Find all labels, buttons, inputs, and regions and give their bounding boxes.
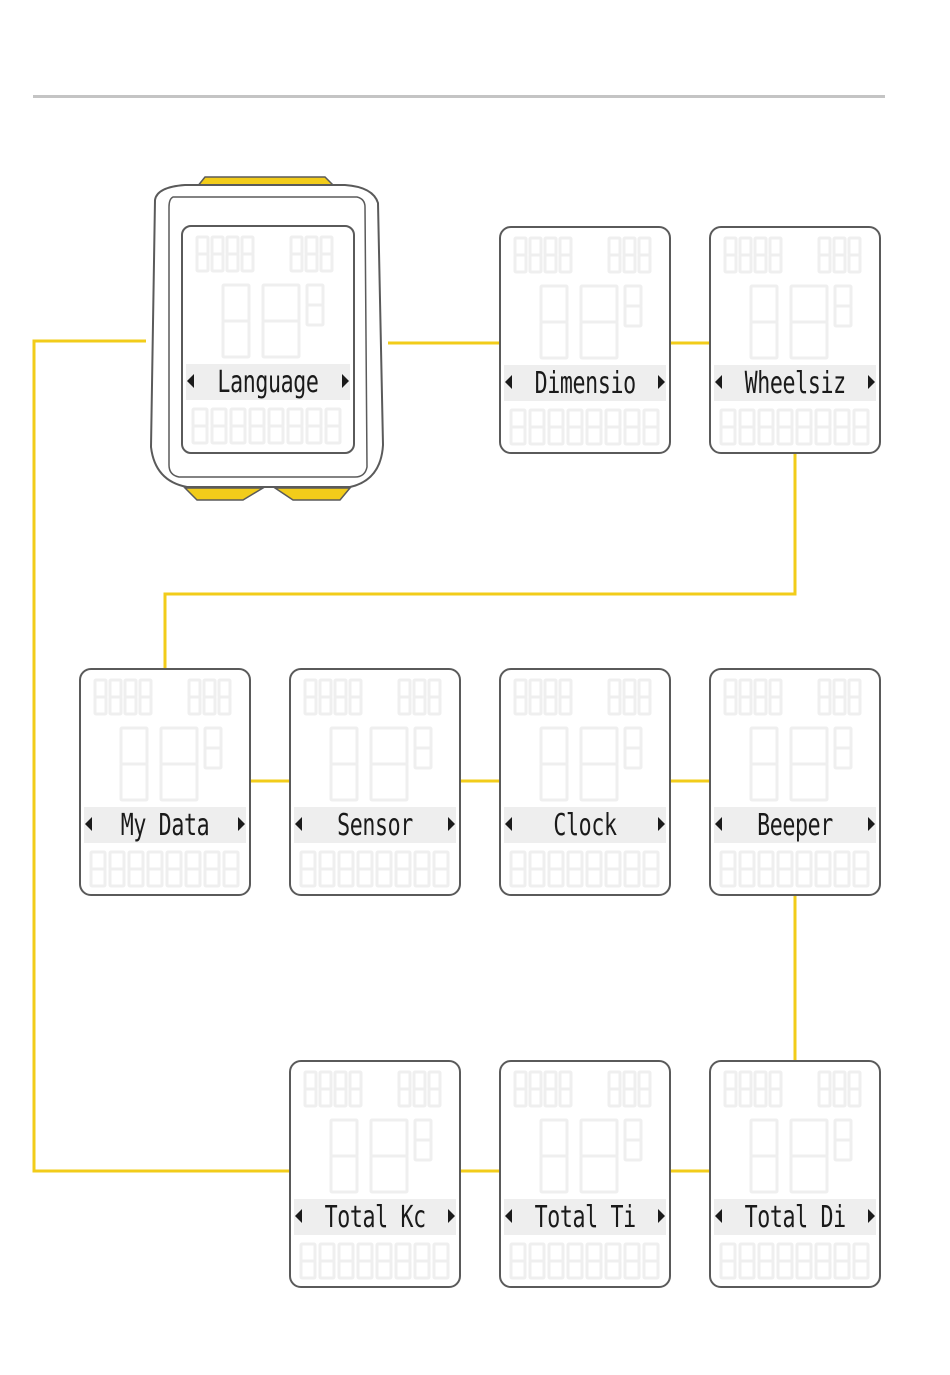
screen-label: Sensor <box>325 809 426 843</box>
right-arrow-icon <box>868 1209 875 1223</box>
screen-wheelsize: Wheelsize <box>709 226 881 454</box>
screen-label: Total Dist <box>745 1201 846 1235</box>
right-arrow-icon <box>448 817 455 831</box>
lcd-background <box>183 227 355 454</box>
right-arrow-icon <box>868 817 875 831</box>
right-arrow-icon <box>448 1209 455 1223</box>
screen-label: Dimension <box>535 367 636 401</box>
screen-label: Clock <box>535 809 636 843</box>
left-arrow-icon <box>715 375 722 389</box>
right-arrow-icon <box>342 374 349 388</box>
left-arrow-icon <box>295 1209 302 1223</box>
bottom-left-button <box>185 488 263 500</box>
screen-total-dist: Total Dist <box>709 1060 881 1288</box>
right-arrow-icon <box>238 817 245 831</box>
screen-label: Wheelsize <box>745 367 846 401</box>
screen-my-data: My Data <box>79 668 251 896</box>
screen-total-time: Total Time <box>499 1060 671 1288</box>
right-arrow-icon <box>658 375 665 389</box>
screen-label: Language <box>217 366 319 400</box>
lcd-background <box>291 670 461 896</box>
left-arrow-icon <box>85 817 92 831</box>
lcd-background <box>81 670 251 896</box>
lcd-background <box>291 1062 461 1288</box>
lcd-background <box>711 1062 881 1288</box>
screen-clock: Clock <box>499 668 671 896</box>
lcd-background <box>711 670 881 896</box>
screen-total-kcal: Total Kcal <box>289 1060 461 1288</box>
lcd-background <box>711 228 881 454</box>
left-arrow-icon <box>295 817 302 831</box>
left-arrow-icon <box>715 817 722 831</box>
screen-language: Language <box>181 225 355 454</box>
screen-beeper: Beeper <box>709 668 881 896</box>
screen-label: My Data <box>115 809 216 843</box>
screen-dimension: Dimension <box>499 226 671 454</box>
left-arrow-icon <box>187 374 194 388</box>
right-arrow-icon <box>658 1209 665 1223</box>
screen-label: Total Time <box>535 1201 636 1235</box>
lcd-background <box>501 670 671 896</box>
bottom-right-button <box>275 488 350 500</box>
screen-sensor: Sensor <box>289 668 461 896</box>
left-arrow-icon <box>505 817 512 831</box>
screen-label: Beeper <box>745 809 846 843</box>
bike-computer-device: Language <box>145 175 390 505</box>
lcd-background <box>501 1062 671 1288</box>
right-arrow-icon <box>658 817 665 831</box>
screen-label: Total Kcal <box>325 1201 426 1235</box>
left-arrow-icon <box>505 375 512 389</box>
right-arrow-icon <box>868 375 875 389</box>
left-arrow-icon <box>505 1209 512 1223</box>
left-arrow-icon <box>715 1209 722 1223</box>
lcd-background <box>501 228 671 454</box>
